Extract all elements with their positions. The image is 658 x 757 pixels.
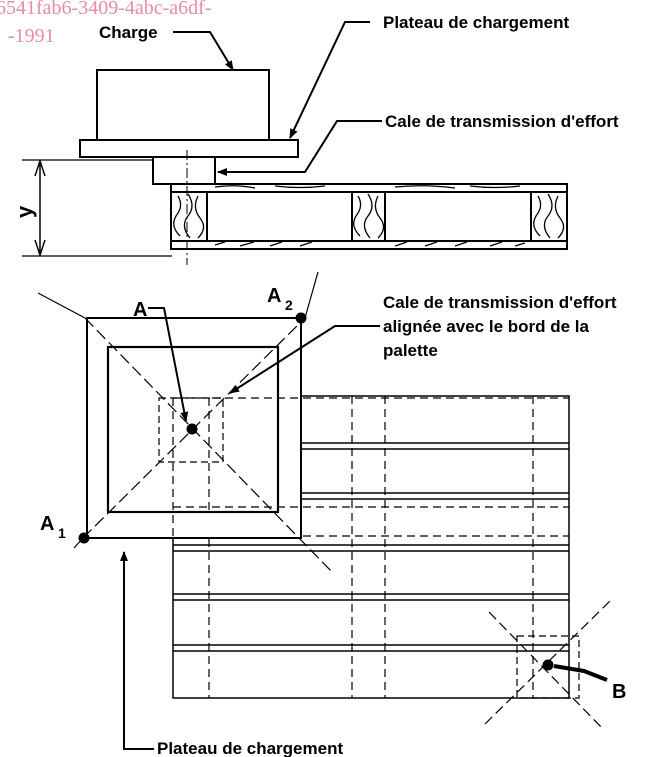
- pallet-block-right: [530, 191, 568, 242]
- label-point-a2: A: [267, 285, 281, 307]
- load-box: [96, 69, 270, 141]
- label-charge: Charge: [99, 23, 158, 42]
- pallet-block-middle: [351, 191, 386, 242]
- label-point-b: B: [612, 681, 626, 703]
- leader-b: [553, 664, 608, 682]
- point-a2: [295, 312, 307, 324]
- pallet-block-left: [170, 191, 208, 242]
- plan-view-labels: A A 2 A 1 B Cale de transmission d'effor…: [40, 285, 626, 757]
- label-point-a2-sub: 2: [285, 297, 293, 313]
- plan-view: [37, 271, 614, 750]
- leader-a: [148, 307, 189, 422]
- label-point-a1-sub: 1: [58, 525, 66, 541]
- watermark-line2: -1991: [8, 25, 55, 47]
- leader-aligned: [229, 325, 380, 394]
- b-diagonals: [484, 597, 614, 731]
- leader-force-block: [217, 120, 382, 176]
- load-plan: [106, 345, 280, 514]
- label-aligned-line3: palette: [383, 341, 438, 360]
- label-aligned-line1: Cale de transmission d'effort: [383, 293, 617, 312]
- loading-plate-side: [79, 139, 299, 158]
- leader-loading-plate: [289, 21, 370, 139]
- pallet-plan-outline: [172, 395, 570, 699]
- force-block-side: [152, 156, 216, 185]
- watermark: 6541fab6-3409-4abc-a6df- -1991: [0, 0, 211, 47]
- label-point-a: A: [133, 299, 147, 321]
- watermark-line1: 6541fab6-3409-4abc-a6df-: [0, 0, 211, 19]
- force-block-a: [158, 397, 224, 463]
- point-b: [542, 659, 554, 671]
- label-loading-plate-top: Plateau de chargement: [383, 13, 569, 32]
- point-a1: [78, 532, 90, 544]
- side-view-labels: Charge Plateau de chargement Cale de tra…: [12, 13, 619, 218]
- point-a: [186, 423, 198, 435]
- label-force-block: Cale de transmission d'effort: [385, 112, 619, 131]
- label-dimension-y: y: [12, 205, 37, 218]
- wood-grain: [173, 185, 565, 247]
- force-block-b: [516, 635, 580, 699]
- side-view: [22, 21, 568, 265]
- label-loading-plate-bottom: Plateau de chargement: [157, 739, 343, 757]
- label-aligned-line2: alignée avec le bord de la: [383, 317, 590, 336]
- pallet-bottom-deck: [170, 240, 568, 250]
- leader-charge: [173, 31, 234, 71]
- leader-loading-plate-bottom: [120, 551, 154, 750]
- label-point-a1: A: [40, 513, 54, 535]
